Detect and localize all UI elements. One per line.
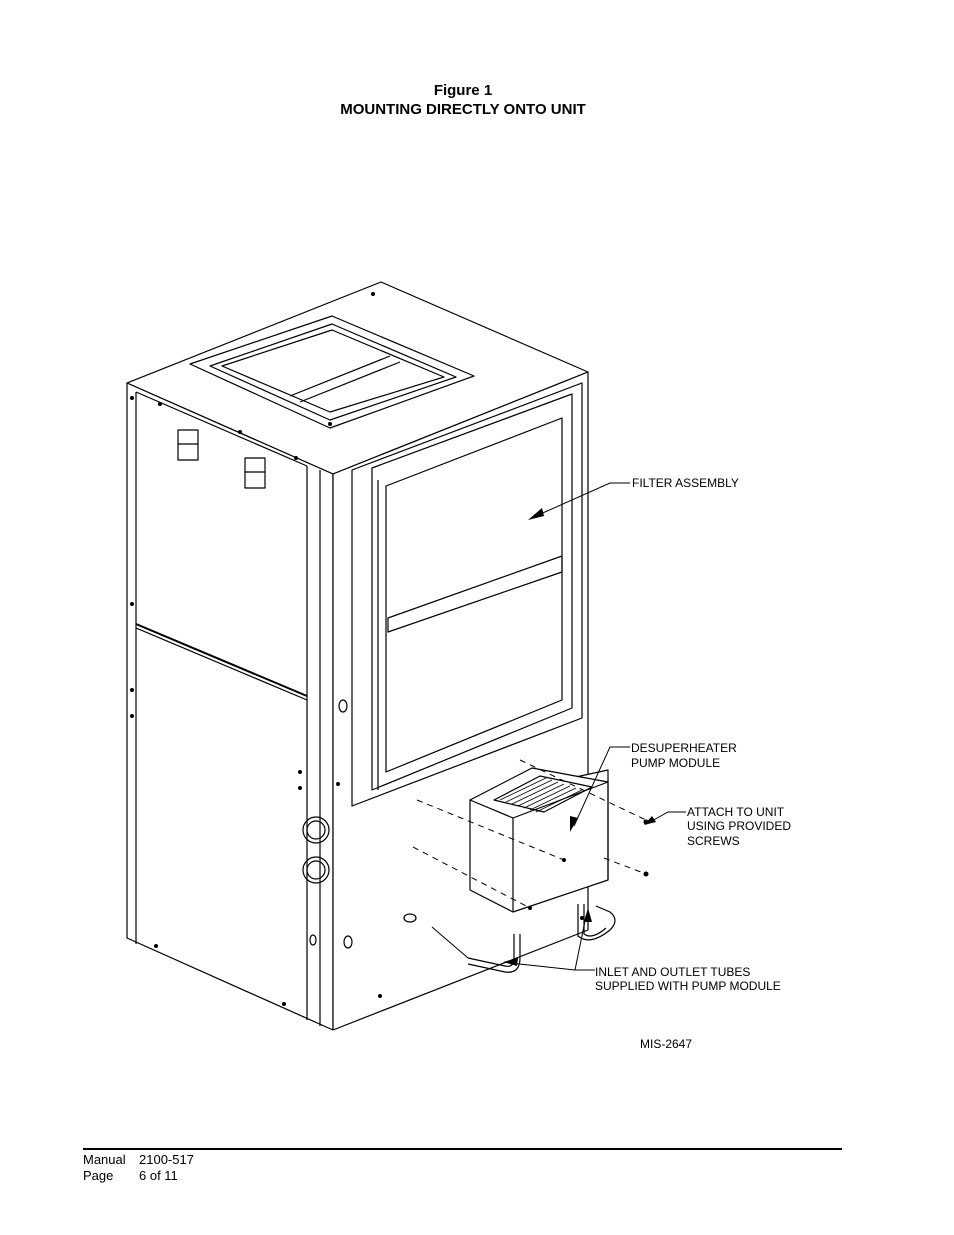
footer-manual-value: 2100-517 (139, 1152, 194, 1167)
leader-arrowheads (503, 508, 656, 966)
footer-rule (83, 1148, 842, 1150)
cabinet-outline (126, 281, 589, 1031)
callout-attach-line1: ATTACH TO UNIT (687, 805, 785, 819)
footer-manual-label: Manual (83, 1152, 126, 1167)
pump-module-box (469, 767, 609, 913)
footer-page-value: 6 of 11 (139, 1168, 178, 1183)
footer-page-label: Page (83, 1168, 114, 1183)
callout-tubes-line2: SUPPLIED WITH PUMP MODULE (595, 979, 781, 993)
figure-title: MOUNTING DIRECTLY ONTO UNIT (340, 101, 586, 118)
footer-page: Page 6 of 11 (83, 1168, 178, 1183)
tubes (403, 904, 616, 973)
callout-pump-module-line2: PUMP MODULE (631, 756, 720, 770)
footer-manual: Manual 2100-517 (83, 1152, 194, 1167)
leader-lines (431, 482, 686, 971)
callout-attach-line3: SCREWS (687, 834, 740, 848)
screw-dots (130, 292, 649, 1006)
figure-number: Figure 1 (433, 82, 493, 99)
callout-attach-line2: USING PROVIDED (687, 819, 791, 833)
screw-guide-lines (412, 759, 647, 909)
callout-tubes-line1: INLET AND OUTLET TUBES (595, 965, 750, 979)
callout-pump-module-line1: DESUPERHEATER (631, 741, 737, 755)
drawing-id: MIS-2647 (640, 1037, 692, 1051)
callout-filter-assembly: FILTER ASSEMBLY (632, 476, 739, 490)
